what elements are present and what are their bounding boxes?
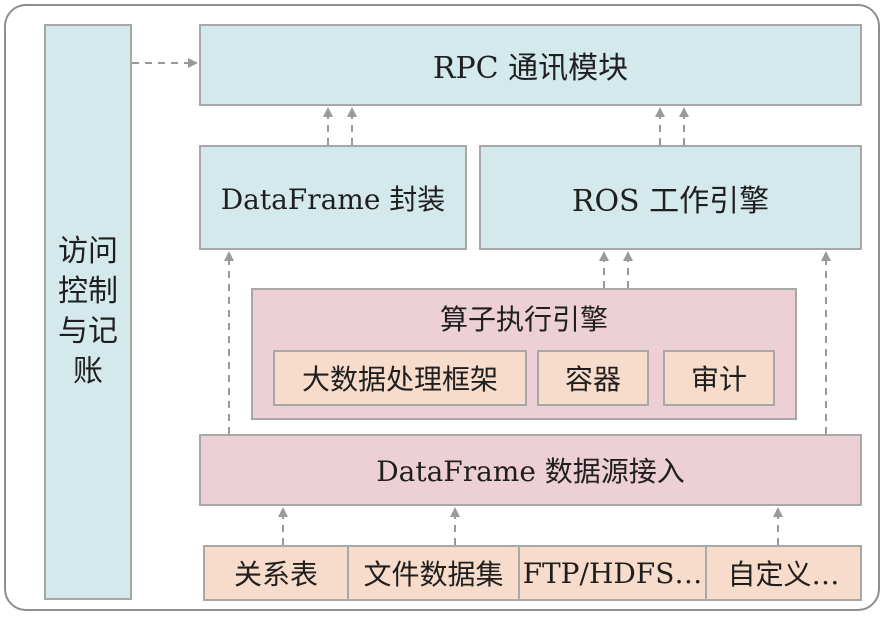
diagram-frame [4, 4, 880, 611]
engine-item-label: 审计 [690, 363, 747, 396]
ros-engine-label: ROS 工作引擎 [571, 183, 770, 219]
access-control-label: 访问控制与记账 [58, 234, 118, 389]
engine-item-label: 大数据处理框架 [301, 363, 498, 396]
rpc-module: RPC 通讯模块 [199, 24, 862, 106]
engine-item-label: 容器 [564, 363, 621, 396]
source-label: 文件数据集 [363, 558, 504, 591]
source-file-dataset: 文件数据集 [347, 545, 520, 601]
access-control-panel: 访问控制与记账 [44, 24, 132, 600]
source-label: 自定义… [727, 558, 840, 591]
operator-engine-title: 算子执行引擎 [439, 303, 608, 336]
engine-item-audit: 审计 [663, 350, 775, 406]
rpc-module-label: RPC 通讯模块 [432, 51, 629, 86]
engine-item-bigdata-framework: 大数据处理框架 [273, 350, 527, 406]
source-label: 关系表 [233, 558, 318, 591]
datasource-access: DataFrame 数据源接入 [199, 434, 862, 506]
dataframe-wrapper: DataFrame 封装 [199, 145, 467, 250]
source-custom: 自定义… [705, 545, 862, 601]
source-ftp-hdfs: FTP/HDFS… [518, 545, 707, 601]
engine-item-container: 容器 [537, 350, 649, 406]
datasource-access-label: DataFrame 数据源接入 [376, 455, 685, 488]
source-label: FTP/HDFS… [522, 556, 703, 590]
source-relational-table: 关系表 [203, 545, 349, 601]
ros-engine: ROS 工作引擎 [479, 145, 862, 250]
dataframe-wrapper-label: DataFrame 封装 [220, 182, 446, 216]
